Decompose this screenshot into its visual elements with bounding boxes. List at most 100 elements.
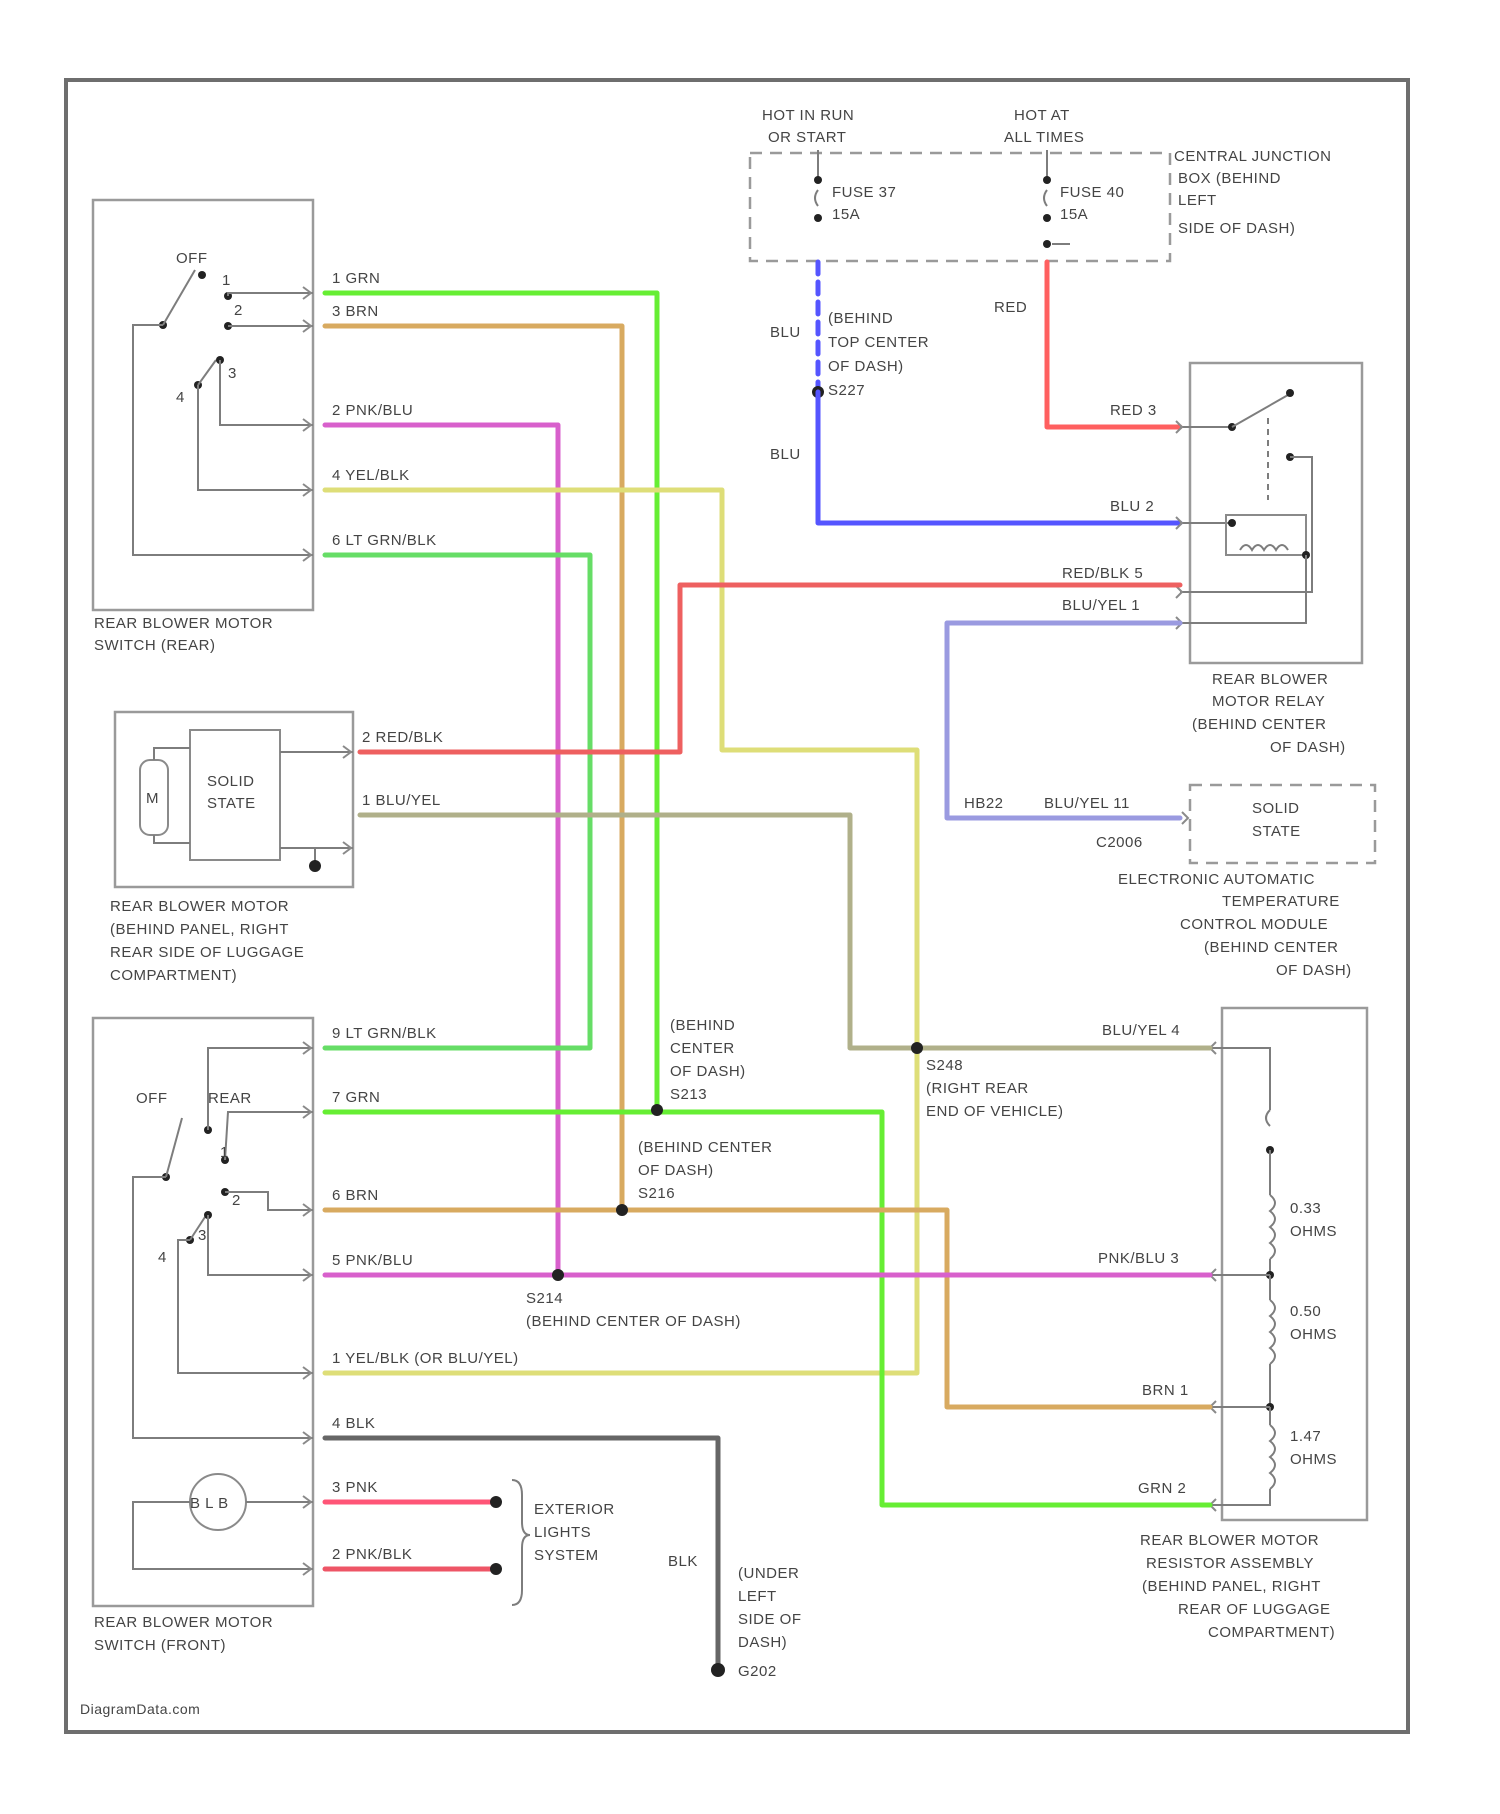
res-r3-unit: OHMS: [1290, 1451, 1337, 1468]
motor-m: M: [146, 790, 159, 807]
s216-label-1: (BEHIND CENTER: [638, 1139, 773, 1156]
wire-brn-front: [325, 1210, 1210, 1407]
cjb-label-4: SIDE OF DASH): [1178, 220, 1295, 237]
res-label-3: (BEHIND PANEL, RIGHT: [1142, 1578, 1321, 1595]
res-label-5: COMPARTMENT): [1208, 1624, 1335, 1641]
relay-label-1: REAR BLOWER: [1212, 671, 1328, 688]
rear-switch-internals: [133, 270, 313, 561]
s227-label-3: OF DASH): [828, 358, 904, 375]
wire-label-2: 3 BRN: [332, 303, 379, 320]
relay-pin-red: RED 3: [1110, 402, 1157, 419]
s213-label-4: S213: [670, 1086, 707, 1103]
splice-s216: [616, 1204, 628, 1216]
ext-lights-label-2: LIGHTS: [534, 1524, 591, 1541]
relay-label-4: OF DASH): [1270, 739, 1346, 756]
blu-label-2: BLU: [770, 446, 801, 463]
rear-switch-pos-1: 1: [222, 272, 231, 289]
eatc-label-2: TEMPERATURE: [1222, 893, 1340, 910]
eatc-label-1: ELECTRONIC AUTOMATIC: [1118, 871, 1315, 888]
wire-label-15: 2 PNK/BLK: [332, 1546, 412, 1563]
s213-label-3: OF DASH): [670, 1063, 746, 1080]
ground-label-4: DASH): [738, 1634, 787, 1651]
relay-pin-blu: BLU 2: [1110, 498, 1154, 515]
motor-label-2: (BEHIND PANEL, RIGHT: [110, 921, 289, 938]
watermark: DiagramData.com: [80, 1701, 200, 1717]
wire-label-10: 6 BRN: [332, 1187, 379, 1204]
fuse-40-label: FUSE 40: [1060, 184, 1124, 201]
s248-label-1: S248: [926, 1057, 963, 1074]
rear-switch-pos-3: 3: [228, 365, 237, 382]
wire-label-11: 5 PNK/BLU: [332, 1252, 413, 1269]
s214-label-1: S214: [526, 1290, 563, 1307]
s213-label-2: CENTER: [670, 1040, 735, 1057]
res-label-4: REAR OF LUGGAGE: [1178, 1601, 1331, 1618]
blk-label: BLK: [668, 1553, 698, 1570]
wire-label-6: 2 RED/BLK: [362, 729, 443, 746]
eatc-pin-bluyel: BLU/YEL 11: [1044, 795, 1130, 812]
exterior-lights-brace: [512, 1480, 530, 1605]
front-switch-pos-4: 4: [158, 1249, 167, 1266]
ext-lights-label-3: SYSTEM: [534, 1547, 599, 1564]
hot-in-run-label-2: OR START: [768, 129, 846, 146]
front-switch-bulb: B L B: [190, 1495, 229, 1512]
eatc-label-5: OF DASH): [1276, 962, 1352, 979]
splice-s248: [911, 1042, 923, 1054]
eatc-c2006: C2006: [1096, 834, 1143, 851]
blu-label-1: BLU: [770, 324, 801, 341]
red-label: RED: [994, 299, 1027, 316]
wire-grn-front: [325, 1112, 1210, 1505]
front-switch-pos-1: 1: [220, 1144, 229, 1161]
s216-label-3: S216: [638, 1185, 675, 1202]
hot-in-run-label: HOT IN RUN: [762, 107, 854, 124]
central-junction-box: [750, 153, 1170, 261]
rear-switch-pos-2: 2: [234, 302, 243, 319]
splice-s213: [651, 1104, 663, 1116]
wire-label-3: 2 PNK/BLU: [332, 402, 413, 419]
wire-label-1: 1 GRN: [332, 270, 380, 287]
ground-label-5: G202: [738, 1663, 777, 1680]
cjb-label-3: LEFT: [1178, 192, 1217, 209]
relay-pin-redblk: RED/BLK 5: [1062, 565, 1143, 582]
s227-label-2: TOP CENTER: [828, 334, 929, 351]
fuse-37-rating: 15A: [832, 206, 860, 223]
eatc-hb22: HB22: [964, 795, 1004, 812]
front-switch-rear: REAR: [208, 1090, 252, 1107]
relay-pin-bluyel: BLU/YEL 1: [1062, 597, 1140, 614]
wire-red-blk: [360, 585, 1180, 752]
resistor-internals: [1210, 1042, 1275, 1511]
relay-label-3: (BEHIND CENTER: [1192, 716, 1327, 733]
motor-label-3: REAR SIDE OF LUGGAGE: [110, 944, 304, 961]
hot-at-all-times-label: HOT AT: [1014, 107, 1070, 124]
wire-label-13: 4 BLK: [332, 1415, 375, 1432]
wire-brn: [325, 326, 622, 1210]
res-pin-bluyel: BLU/YEL 4: [1102, 1022, 1180, 1039]
eatc-arrow: [1182, 812, 1188, 824]
rear-switch-label-1: REAR BLOWER MOTOR: [94, 615, 273, 632]
wire-label-12: 1 YEL/BLK (OR BLU/YEL): [332, 1350, 519, 1367]
front-switch-pos-3: 3: [198, 1227, 207, 1244]
rear-switch-off: OFF: [176, 250, 208, 267]
wire-label-8: 9 LT GRN/BLK: [332, 1025, 437, 1042]
pnk-blk-connector: [490, 1563, 502, 1575]
res-label-2: RESISTOR ASSEMBLY: [1146, 1555, 1314, 1572]
s227-label-1: (BEHIND: [828, 310, 893, 327]
s227-label-4: S227: [828, 382, 865, 399]
ext-lights-label-1: EXTERIOR: [534, 1501, 615, 1518]
rear-switch-label-2: SWITCH (REAR): [94, 637, 216, 654]
wire-label-7: 1 BLU/YEL: [362, 792, 441, 809]
motor-label-1: REAR BLOWER MOTOR: [110, 898, 289, 915]
cjb-label-1: CENTRAL JUNCTION: [1174, 148, 1331, 165]
eatc-label-3: CONTROL MODULE: [1180, 916, 1328, 933]
res-r1-unit: OHMS: [1290, 1223, 1337, 1240]
wire-label-14: 3 PNK: [332, 1479, 378, 1496]
res-label-1: REAR BLOWER MOTOR: [1140, 1532, 1319, 1549]
rear-blower-motor-switch-front: [93, 1018, 313, 1606]
fuse-37: [814, 150, 822, 222]
ground-g202: [711, 1663, 725, 1677]
res-r2-unit: OHMS: [1290, 1326, 1337, 1343]
pnk-connector: [490, 1496, 502, 1508]
ground-label-3: SIDE OF: [738, 1611, 802, 1628]
cjb-label-2: BOX (BEHIND: [1178, 170, 1281, 187]
eatc-label-4: (BEHIND CENTER: [1204, 939, 1339, 956]
res-pin-pnkblu: PNK/BLU 3: [1098, 1250, 1179, 1267]
